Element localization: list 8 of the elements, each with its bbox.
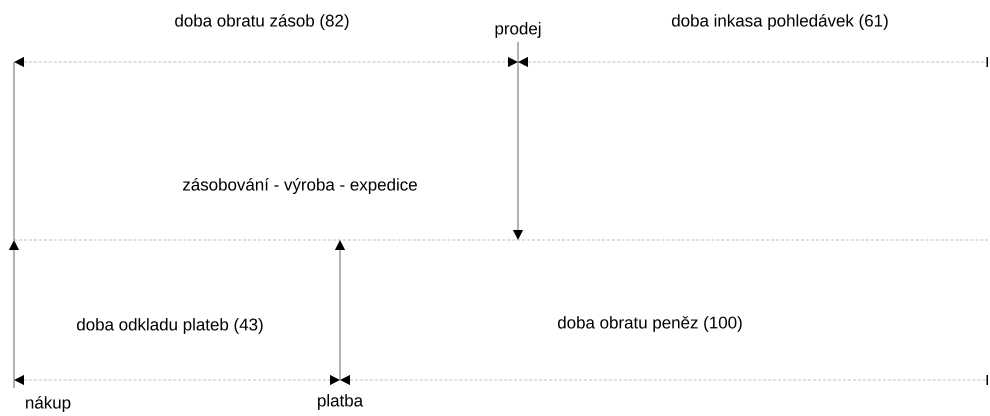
label: doba inkasa pohledávek (61) (672, 14, 888, 30)
label: doba odkladu plateb (43) (77, 318, 263, 334)
label: doba obratu peněz (100) (558, 316, 742, 332)
label: nákup (26, 396, 70, 412)
label: zásobování - výroba - expedice (183, 178, 417, 194)
label: doba obratu zásob (82) (175, 14, 348, 30)
label: prodej (496, 22, 540, 38)
label: platba (318, 394, 364, 410)
